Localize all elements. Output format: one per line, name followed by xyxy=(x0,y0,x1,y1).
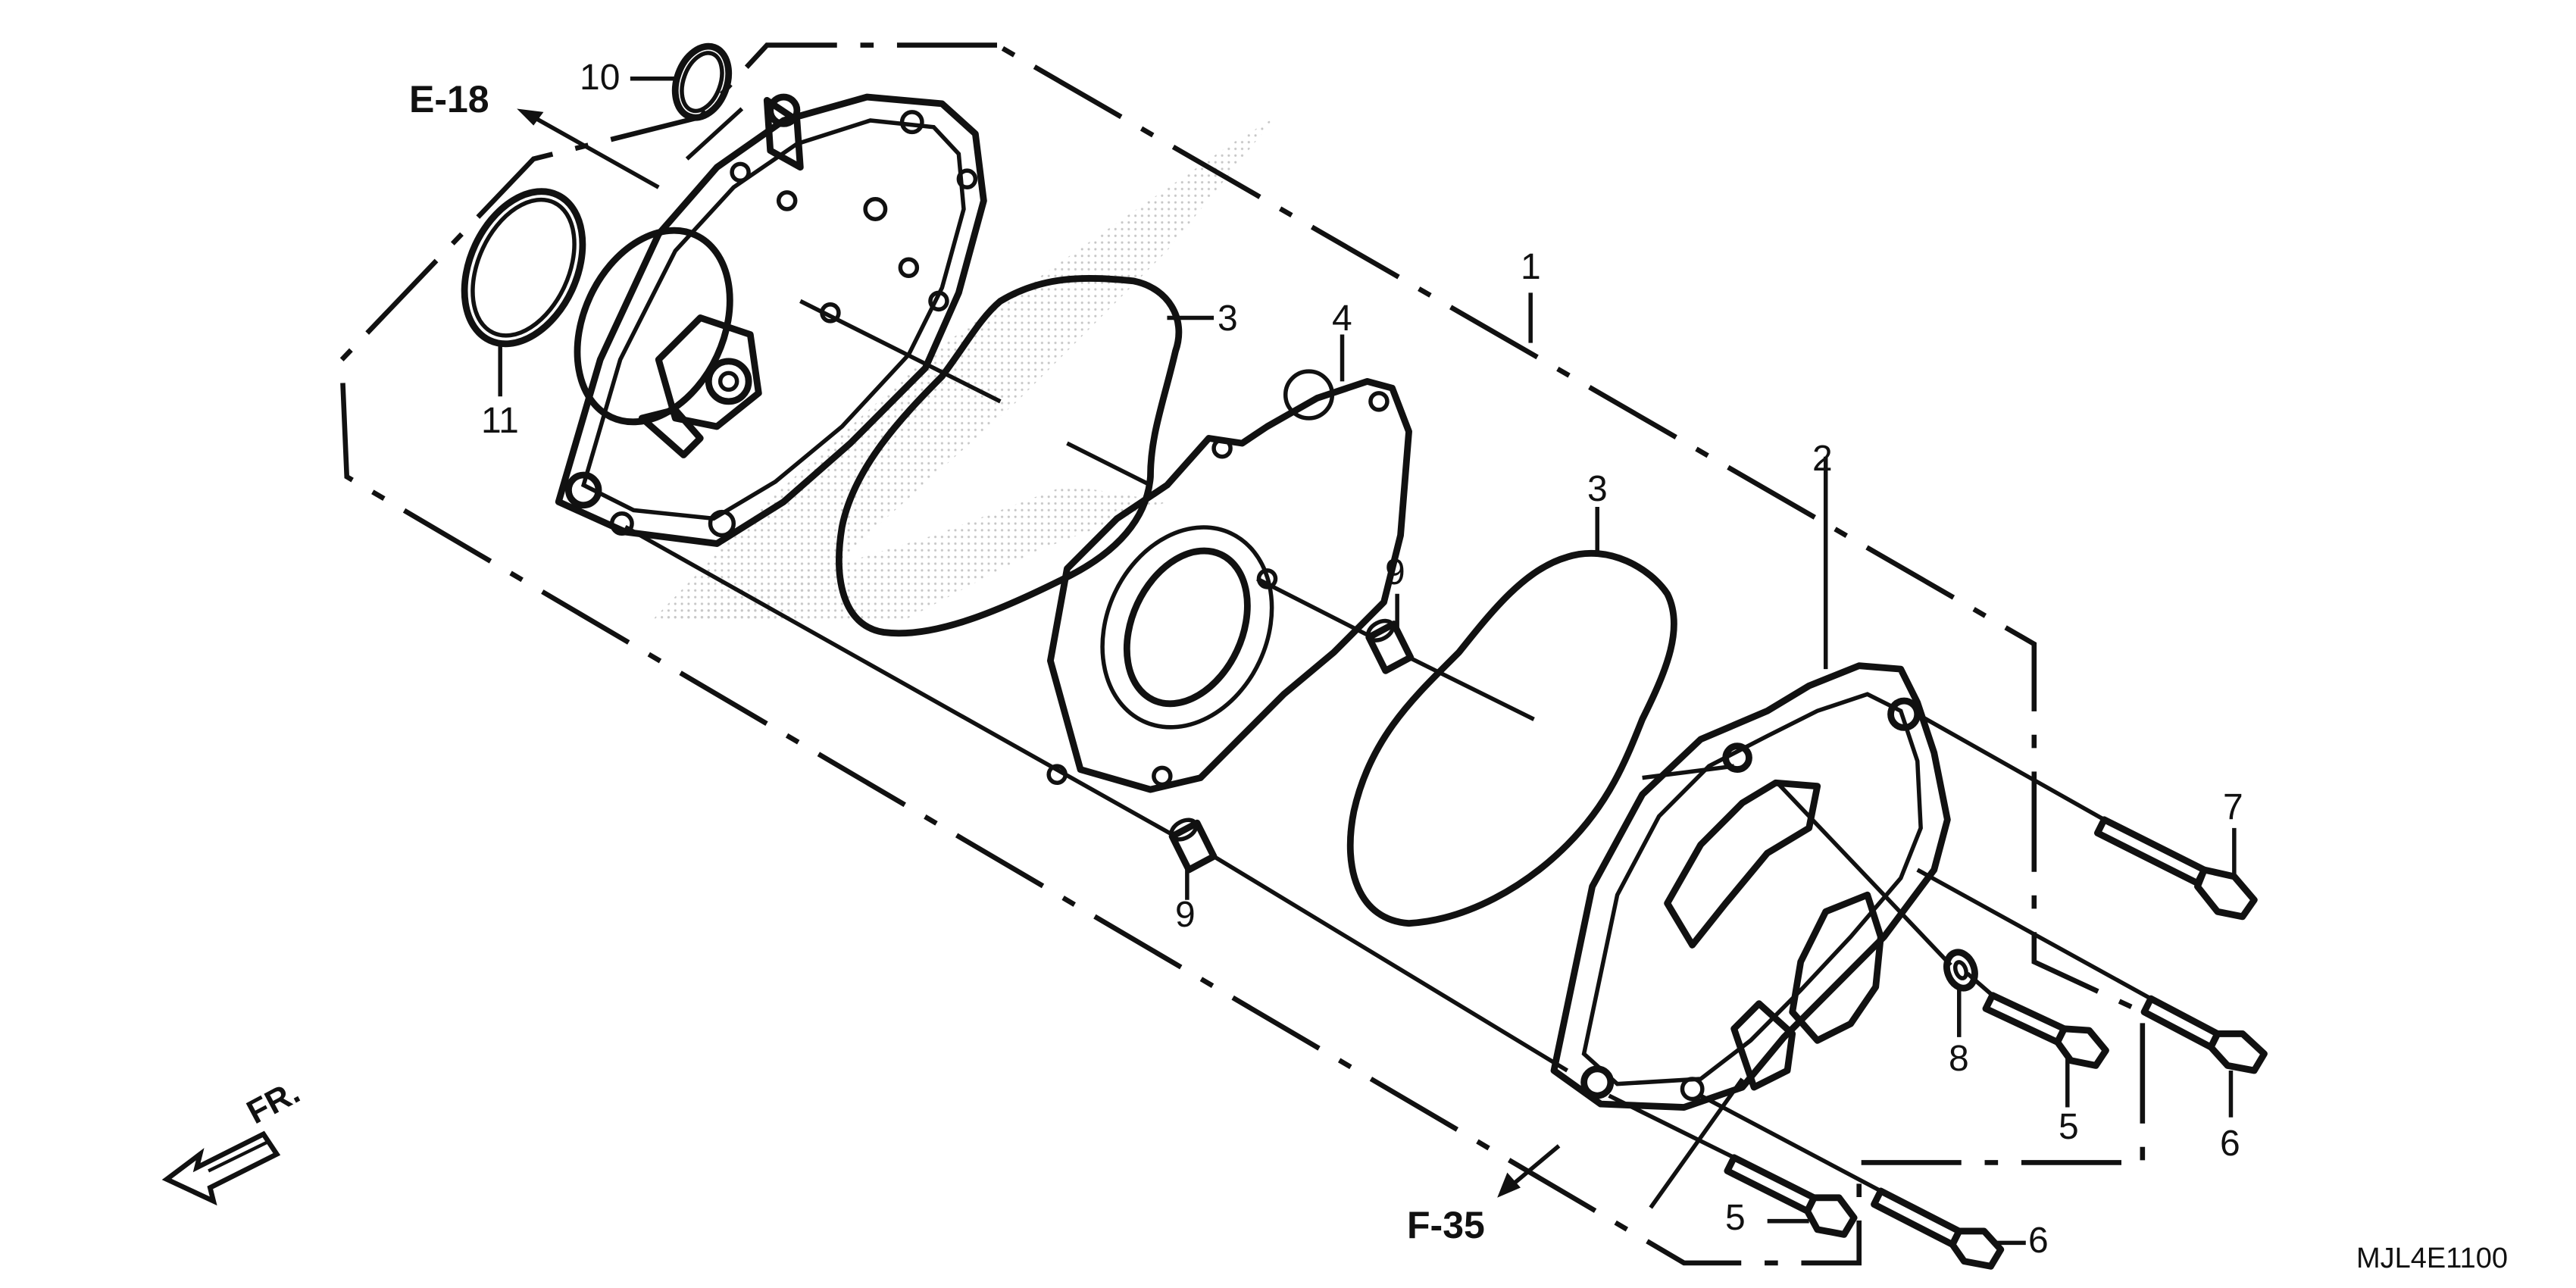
o-ring-small xyxy=(671,42,733,121)
assembly-outline xyxy=(339,42,2146,1266)
reference-e18: E-18 xyxy=(409,78,489,120)
f35-arrow xyxy=(1497,1077,1744,1209)
callout-4: 4 xyxy=(1332,299,1352,339)
front-direction-label: FR. xyxy=(241,1073,306,1132)
o-ring-large xyxy=(461,188,586,348)
pump-body xyxy=(555,93,987,547)
bolt-6-upper xyxy=(2140,995,2268,1074)
callout-3-left: 3 xyxy=(1218,299,1238,339)
callout-6-upper: 6 xyxy=(2220,1124,2240,1164)
callout-2: 2 xyxy=(1812,439,1833,479)
callout-leaders xyxy=(498,77,2237,1246)
bolt-5-lower xyxy=(1724,1154,1858,1238)
gasket-left xyxy=(836,275,1183,637)
callout-9-lower: 9 xyxy=(1175,895,1196,935)
reference-f35: F-35 xyxy=(1407,1204,1485,1246)
gasket-plate xyxy=(1046,369,1412,793)
bolt-5-upper xyxy=(1982,992,2109,1069)
callout-1: 1 xyxy=(1521,247,1541,287)
alignment-lines xyxy=(624,107,2152,1193)
pump-cover xyxy=(1550,662,1951,1111)
callout-6-lower: 6 xyxy=(2028,1221,2049,1261)
watermark-logo xyxy=(650,117,1276,623)
callout-8: 8 xyxy=(1949,1039,1969,1079)
diagram-code: MJL4E1100 xyxy=(2356,1243,2508,1274)
callout-3-right: 3 xyxy=(1587,469,1608,509)
callout-5-lower: 5 xyxy=(1725,1198,1746,1238)
washer-8 xyxy=(1943,949,1978,992)
e18-arrow xyxy=(517,108,660,189)
callout-5-upper: 5 xyxy=(2059,1107,2079,1147)
callout-7: 7 xyxy=(2223,787,2243,827)
bolt-6-lower xyxy=(1871,1187,2005,1270)
front-arrow-icon xyxy=(161,1130,281,1206)
callout-10: 10 xyxy=(580,58,621,98)
gasket-right xyxy=(1346,550,1677,927)
callout-11: 11 xyxy=(481,401,519,441)
callout-9-upper: 9 xyxy=(1385,552,1405,592)
